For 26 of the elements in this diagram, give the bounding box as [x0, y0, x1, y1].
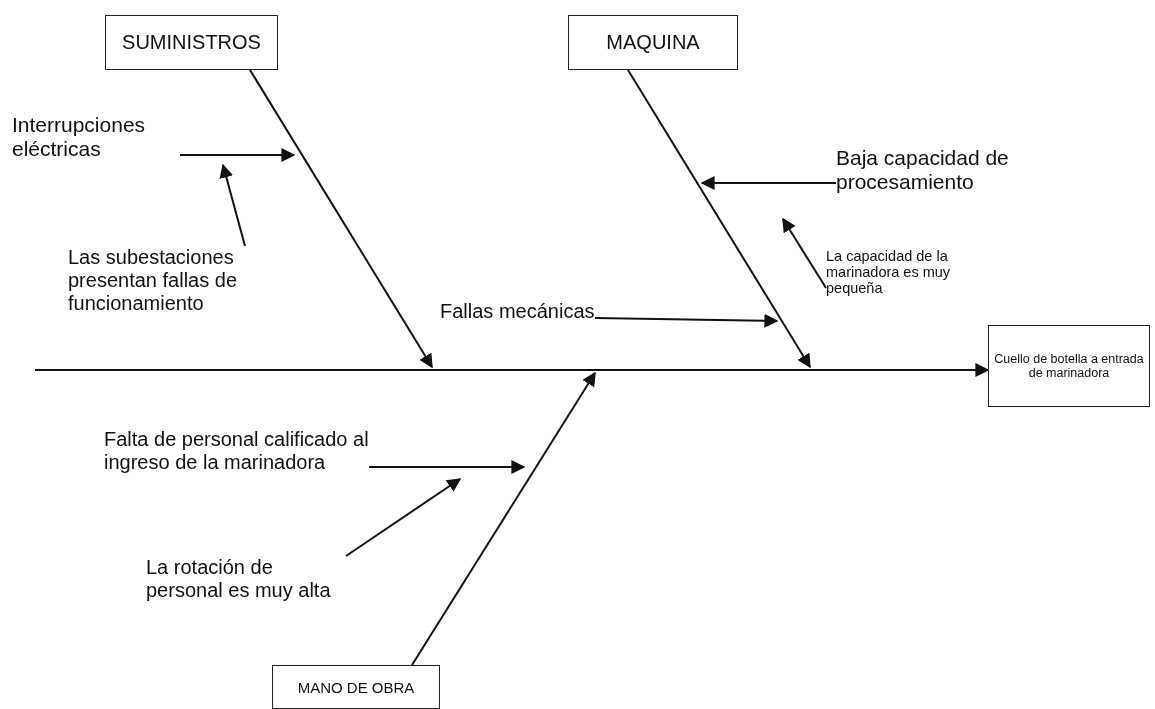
category-box: [105, 15, 278, 70]
arrow: [627, 69, 811, 369]
box-label: Cuello de botella a entrada de marinadora: [993, 352, 1145, 380]
box-label: MAQUINA: [606, 31, 700, 54]
box-label: MANO DE OBRA: [297, 678, 415, 696]
arrow: [34, 363, 990, 377]
cause-label: Baja capacidad de procesamiento: [836, 146, 1010, 194]
cause-label: Las subestaciones presentan fallas de funcionamiento: [68, 246, 238, 315]
effect-box: [988, 325, 1150, 407]
arrow: [411, 371, 596, 666]
cause-label: La capacidad de la marinadora es muy pequeña: [826, 248, 952, 296]
cause-label: Interrupciones eléctricas: [12, 113, 147, 161]
arrow: [219, 163, 246, 247]
box-label: SUMINISTROS: [122, 31, 261, 54]
arrow: [249, 69, 433, 369]
arrow: [782, 217, 827, 289]
arrow: [179, 148, 296, 162]
category-box: [568, 15, 738, 70]
arrow: [700, 176, 837, 190]
category-box: [272, 665, 440, 709]
arrow: [345, 478, 462, 557]
cause-label: Fallas mecánicas: [440, 300, 595, 323]
arrow: [368, 460, 526, 474]
cause-label: Falta de personal calificado al ingreso de la marinadora: [104, 428, 369, 474]
arrow: [594, 313, 779, 328]
cause-label: La rotación de personal es muy alta: [146, 556, 332, 602]
